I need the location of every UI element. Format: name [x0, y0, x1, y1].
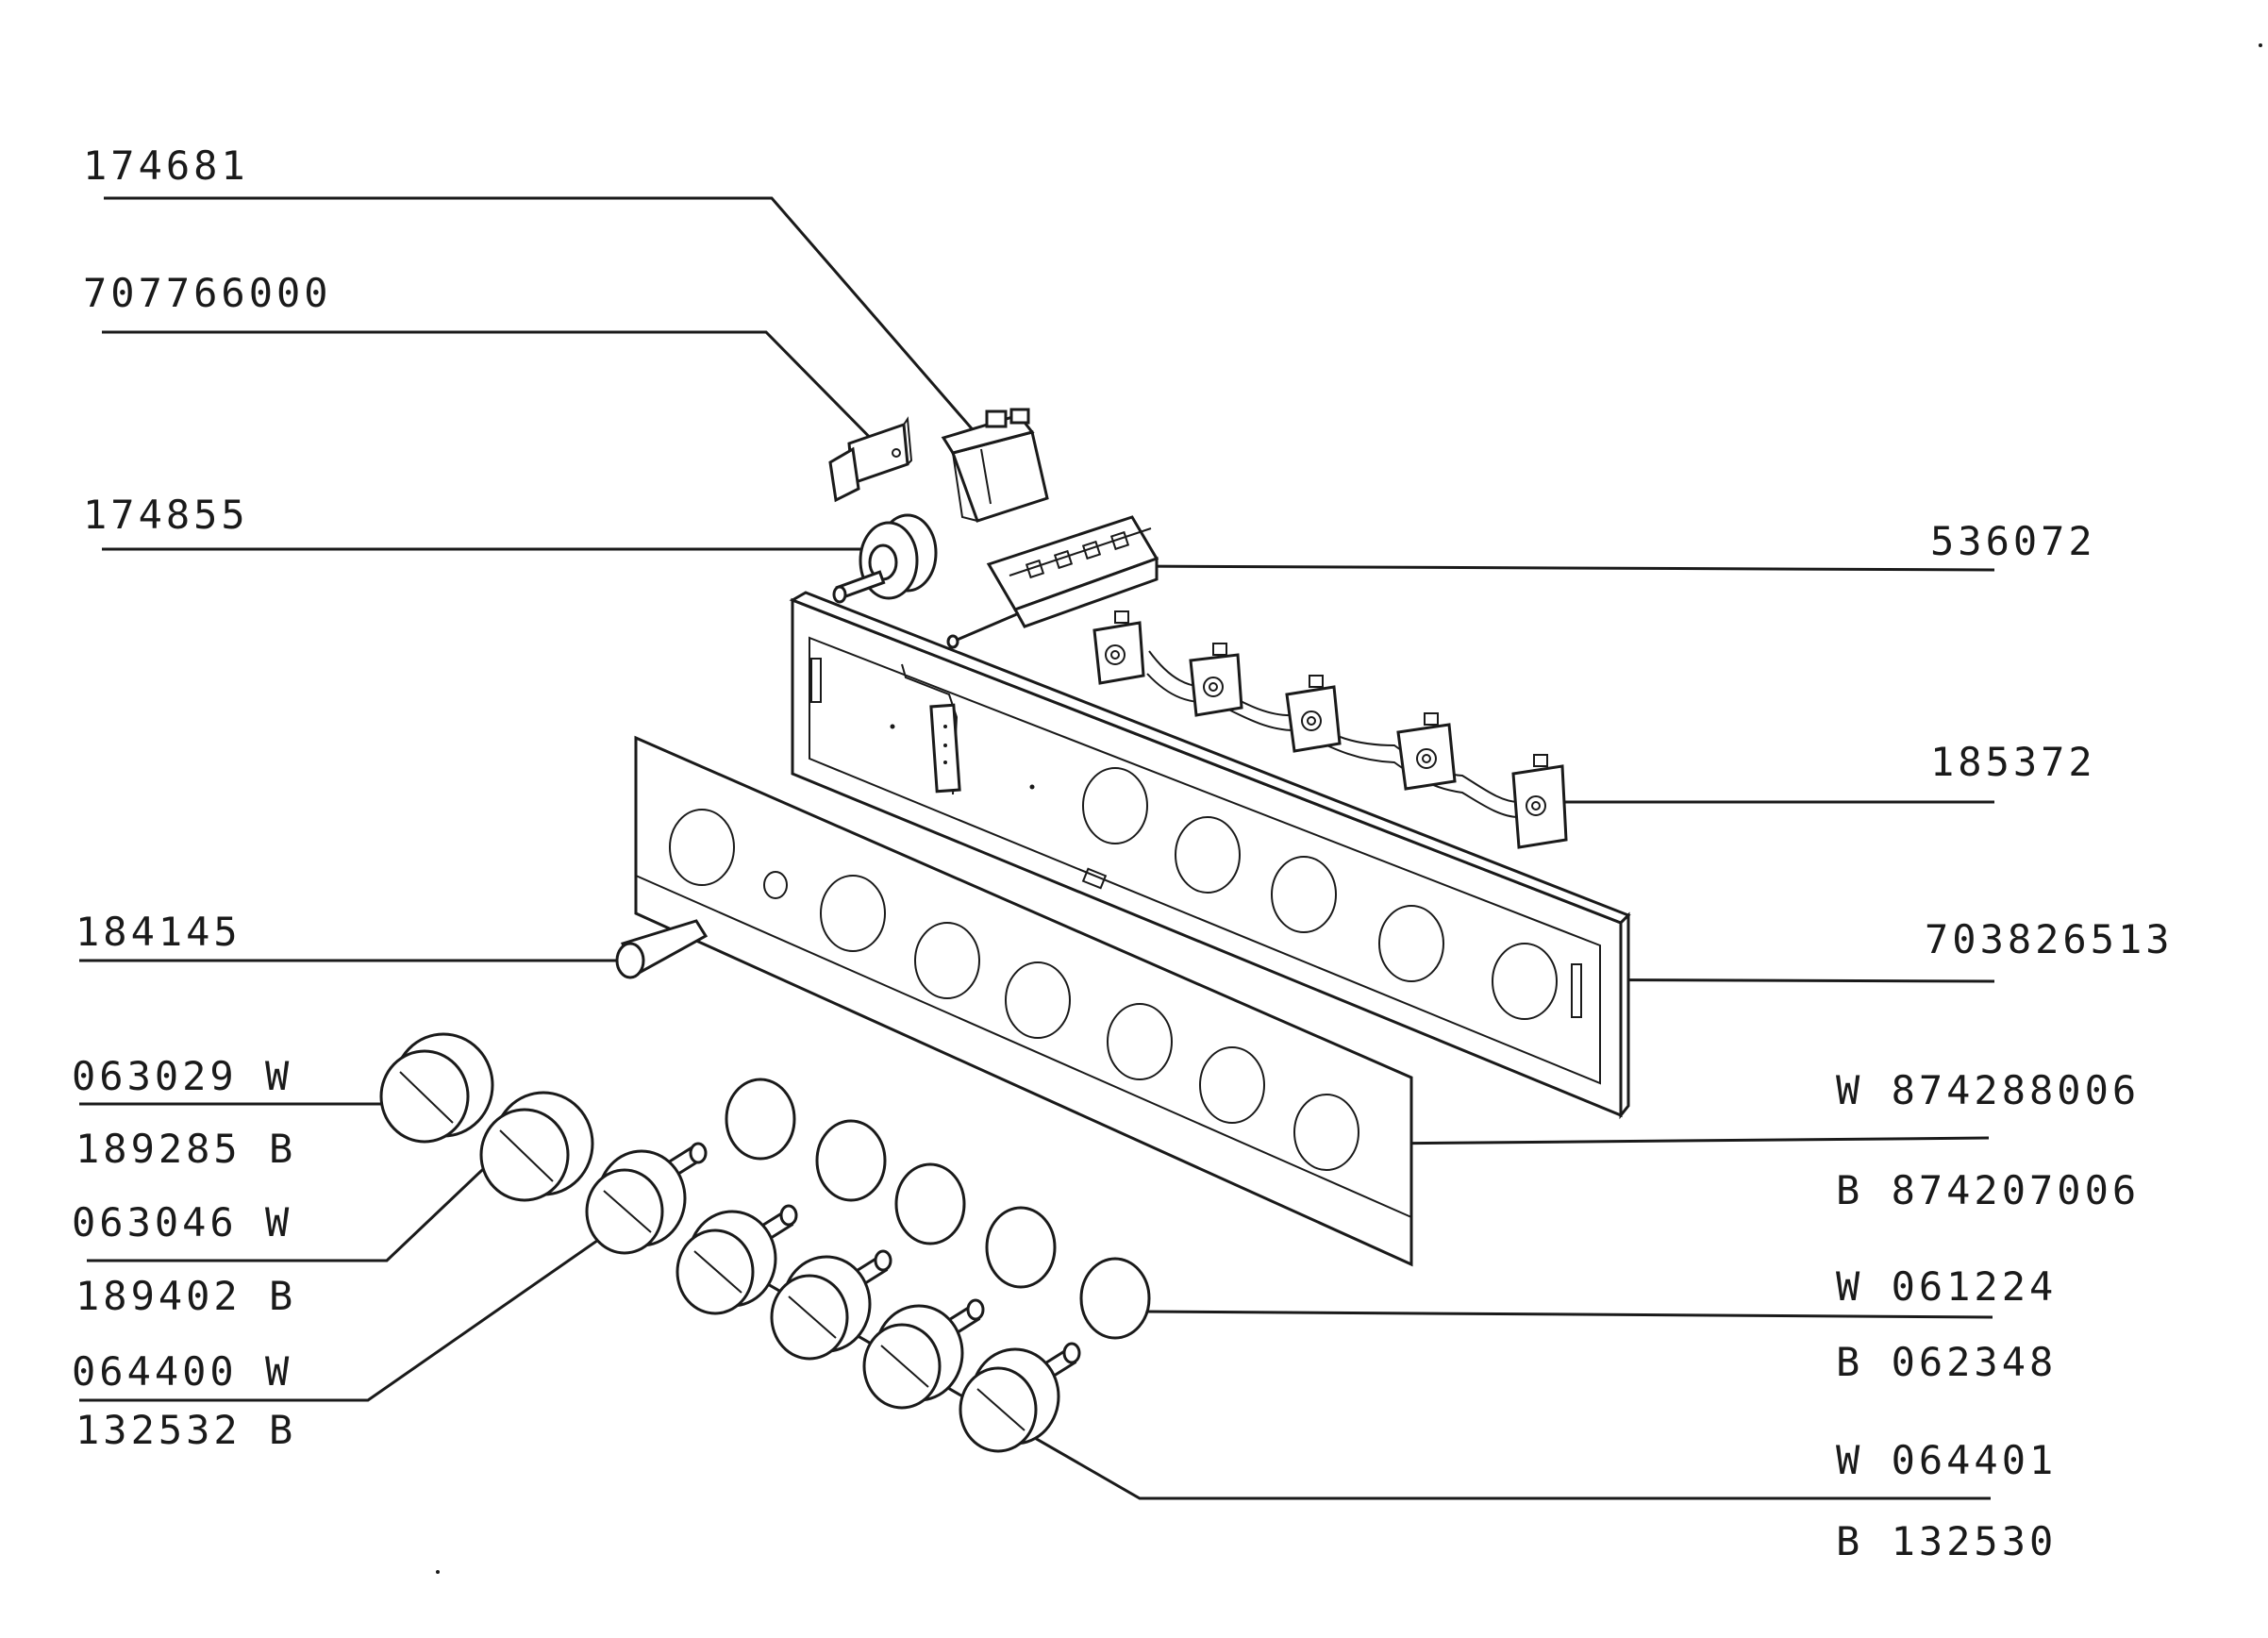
- rear-panel-part: [789, 591, 1631, 1120]
- scan-specks: [436, 43, 2262, 1574]
- label-174855: 174855: [83, 492, 249, 538]
- bezel-ring-2: [815, 1119, 887, 1202]
- bezel-ring-1: [725, 1078, 796, 1161]
- leader-536072: [1127, 564, 1995, 572]
- label-189402-b: 189402 B: [75, 1273, 296, 1319]
- knob-063029: [379, 1032, 494, 1144]
- lampholder-4: [1396, 712, 1457, 791]
- label-132532-b: 132532 B: [75, 1407, 296, 1453]
- bezel-ring-3: [894, 1162, 966, 1245]
- knob-064401-2: [770, 1249, 892, 1361]
- knob-064401-1: [675, 1204, 798, 1315]
- leader-063046: [87, 1151, 502, 1262]
- leader-lines: [79, 196, 1995, 1500]
- leader-174681: [104, 196, 991, 449]
- label-189285-b: 189285 B: [75, 1126, 296, 1172]
- lampholder-2: [1189, 643, 1243, 717]
- label-w-064401: W 064401: [1836, 1437, 2057, 1483]
- label-b-132530: B 132530: [1836, 1518, 2057, 1564]
- label-w-874288006: W 874288006: [1836, 1067, 2140, 1113]
- knob-064400: [585, 1142, 708, 1255]
- bezel-ring-4: [985, 1206, 1057, 1289]
- thermostat-part: [832, 513, 938, 604]
- lamp-cap-part: [615, 919, 709, 979]
- label-536072: 536072: [1930, 518, 2096, 564]
- label-b-874207006: B 874207006: [1836, 1167, 2140, 1213]
- lampholder-1: [1092, 610, 1145, 685]
- knob-063046: [479, 1091, 594, 1202]
- label-b-062348: B 062348: [1836, 1339, 2057, 1385]
- leader-064400: [79, 1234, 605, 1402]
- front-panel-part: [634, 735, 1413, 1267]
- label-064400-w: 064400 W: [72, 1348, 292, 1395]
- knob-064401-4: [959, 1342, 1081, 1453]
- label-063029-w: 063029 W: [72, 1053, 292, 1099]
- label-063046-w: 063046 W: [72, 1199, 292, 1245]
- bezel-ring-5: [1079, 1257, 1151, 1340]
- label-707766000: 707766000: [83, 270, 332, 316]
- bezel-rings: [725, 1078, 1151, 1340]
- leader-874288006: [1376, 1136, 1990, 1145]
- lampholder-5: [1511, 754, 1568, 849]
- leader-707766000: [102, 330, 898, 466]
- label-185372: 185372: [1930, 739, 2096, 785]
- lampholder-chain: [1092, 610, 1568, 849]
- knobs: [379, 1032, 1081, 1453]
- switch-part: [941, 408, 1049, 523]
- label-174681: 174681: [83, 142, 249, 189]
- bracket-part: [828, 416, 913, 503]
- multiswitch-part: [946, 515, 1159, 649]
- part-labels: 174681 707766000 174855 184145 063029 W …: [72, 142, 2174, 1564]
- label-703826513: 703826513: [1925, 916, 2174, 962]
- label-w-061224: W 061224: [1836, 1263, 2057, 1310]
- label-184145: 184145: [75, 909, 242, 955]
- leader-061224: [1142, 1310, 1993, 1319]
- lampholder-3: [1285, 675, 1342, 753]
- knob-064401-3: [862, 1298, 985, 1410]
